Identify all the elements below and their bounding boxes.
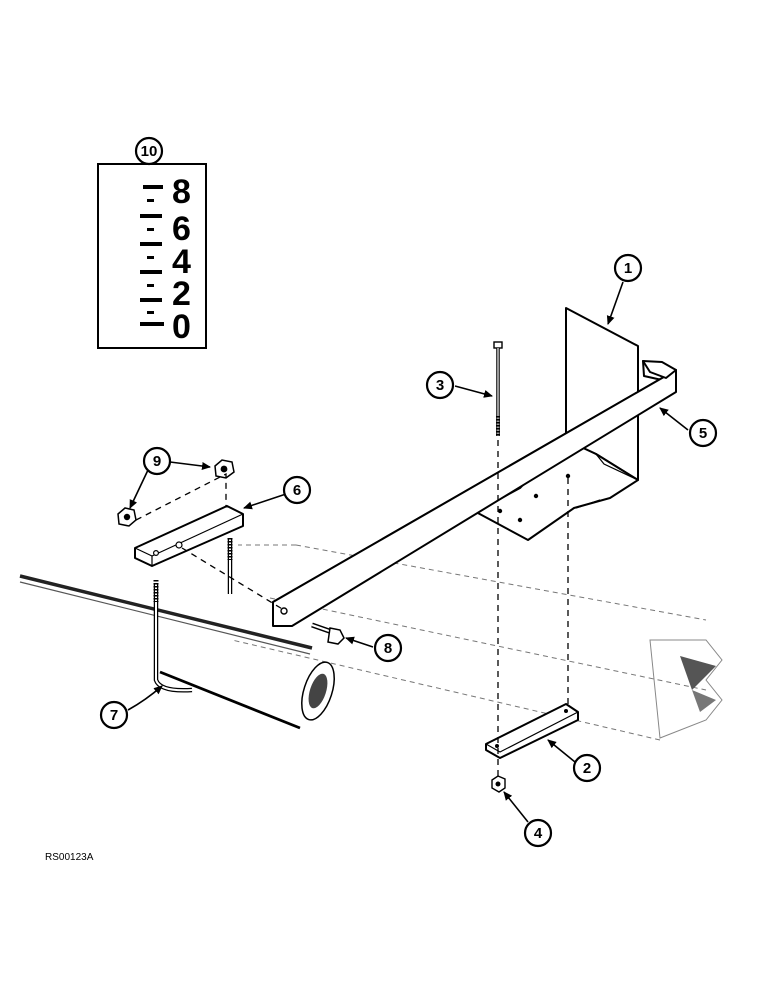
callout-8: 8 [373,633,403,663]
callout-10: 10 [134,136,164,166]
decal-number-2: 2 [172,275,191,313]
decal-number-0: 0 [172,308,191,346]
callout-9-label: 9 [153,453,161,470]
callout-4: 4 [523,818,553,848]
callout-2: 2 [572,753,602,783]
reference-code: RS00123A [45,852,94,863]
callout-3: 3 [425,370,455,400]
callout-8-label: 8 [384,640,392,657]
callout-1-label: 1 [624,260,632,277]
decal-tick-marks [140,185,164,326]
u-bolt-part-7 [153,538,233,693]
nut-part-4 [491,775,506,793]
callout-7: 7 [99,700,129,730]
callout-3-label: 3 [436,377,444,394]
nut-part-9-upper [214,459,235,479]
plate-part-6 [134,505,244,567]
callout-10-label: 10 [141,143,158,160]
callout-7-label: 7 [110,707,118,724]
alignment-lines [135,440,569,776]
callout-6-label: 6 [293,482,301,499]
bolt-part-3 [493,341,503,436]
decal-number-8: 8 [172,173,191,211]
bracket-part-1 [475,307,639,541]
leader-lines [127,281,689,823]
frame-tube-phantom [231,544,723,741]
nut-part-9-lower [117,507,137,527]
callout-6: 6 [282,475,312,505]
callout-2-label: 2 [583,760,591,777]
bar-part-5 [272,360,677,627]
cap-screw-part-8 [311,622,345,645]
callout-5-label: 5 [699,425,707,442]
plate-part-2 [485,703,579,759]
callout-1: 1 [613,253,643,283]
callout-4-label: 4 [534,825,543,842]
round-axle-tube [19,574,335,730]
decal-number-4: 4 [172,243,191,281]
callout-9: 9 [142,446,172,476]
decal-number-6: 6 [172,210,191,248]
callout-5: 5 [688,418,718,448]
scale-decal: 8 6 4 2 0 [97,163,207,349]
